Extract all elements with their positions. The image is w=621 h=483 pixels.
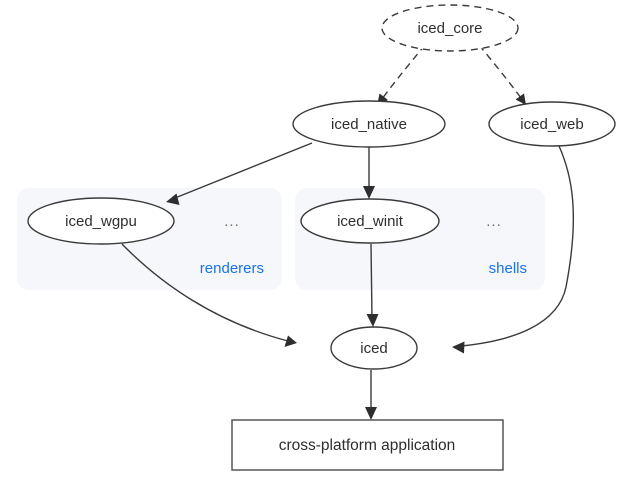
shells-more-ellipsis: ... bbox=[486, 213, 502, 230]
node-application[interactable]: cross-platform application bbox=[231, 419, 504, 471]
iced_winit-ellipse[interactable] bbox=[300, 198, 440, 244]
edge-iced_web-to-iced bbox=[452, 145, 575, 354]
node-iced_core[interactable]: iced_core bbox=[381, 4, 519, 52]
application-label: cross-platform application bbox=[279, 437, 456, 454]
edge-iced_native-to-iced_wgpu bbox=[166, 142, 313, 205]
iced_native-label: iced_native bbox=[331, 116, 407, 133]
node-iced_winit[interactable]: iced_winit bbox=[300, 198, 440, 244]
edge-iced_native-to-iced_winit bbox=[363, 147, 375, 199]
iced_core-label: iced_core bbox=[417, 20, 482, 37]
iced_core-ellipse[interactable] bbox=[381, 4, 519, 52]
iced_native-ellipse[interactable] bbox=[292, 100, 446, 148]
iced-ellipse[interactable] bbox=[330, 326, 418, 370]
iced_web-label: iced_web bbox=[520, 116, 583, 133]
node-iced_web[interactable]: iced_web bbox=[488, 101, 616, 147]
node-iced[interactable]: iced bbox=[330, 326, 418, 370]
edge-iced_core-to-iced_web bbox=[478, 44, 526, 105]
node-iced_wgpu[interactable]: iced_wgpu bbox=[27, 197, 175, 245]
cluster-label-shells: shells bbox=[489, 260, 527, 277]
edge-iced_winit-to-iced bbox=[366, 243, 379, 327]
iced_wgpu-label: iced_wgpu bbox=[65, 213, 137, 230]
edge-iced_wgpu-to-iced bbox=[121, 243, 297, 347]
iced_wgpu-ellipse[interactable] bbox=[27, 197, 175, 245]
node-iced_native[interactable]: iced_native bbox=[292, 100, 446, 148]
edge-iced-to-application bbox=[365, 370, 377, 420]
renderers-more-ellipsis: ... bbox=[224, 213, 240, 230]
cluster-label-renderers: renderers bbox=[200, 260, 264, 277]
iced-label: iced bbox=[360, 340, 388, 357]
iced_web-ellipse[interactable] bbox=[488, 101, 616, 147]
edge-iced_core-to-iced_native bbox=[377, 44, 426, 106]
iced_winit-label: iced_winit bbox=[337, 213, 404, 230]
application-rect[interactable] bbox=[231, 419, 504, 471]
